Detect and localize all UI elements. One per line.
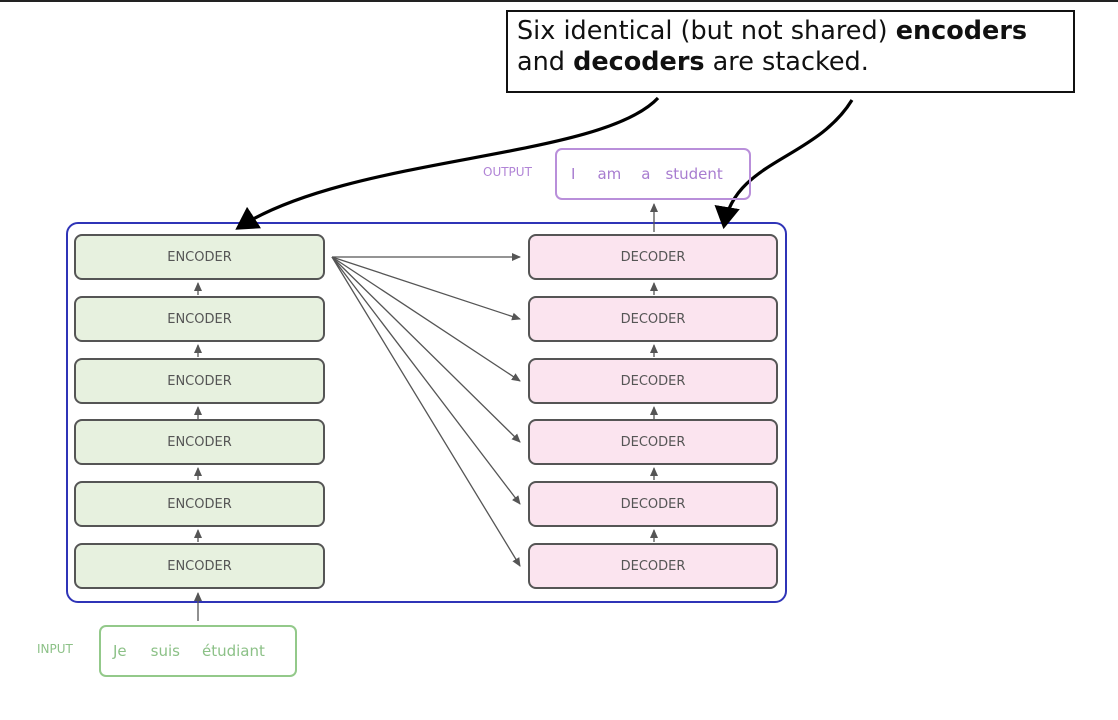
decoder-block-6: DECODER [528, 543, 778, 589]
decoder-block-2: DECODER [528, 296, 778, 342]
fan-arrow-5 [331, 256, 521, 505]
fan-arrow-3 [331, 256, 521, 382]
callout-text: are stacked. [704, 47, 869, 77]
decoder-block-3: DECODER [528, 358, 778, 404]
encoder-block-1: ENCODER [74, 234, 325, 280]
output-sentence-box: I am a student [555, 148, 751, 200]
input-label: INPUT [37, 642, 73, 656]
output-label: OUTPUT [483, 165, 532, 179]
callout-text: and [517, 47, 574, 77]
input-word: suis [150, 642, 180, 660]
callout-line-1: Six identical (but not shared) encoders [517, 16, 1073, 47]
callout-arrow-to-decoders [714, 99, 854, 230]
output-word: I [571, 165, 576, 183]
encoder-block-3: ENCODER [74, 358, 325, 404]
callout-line-2: and decoders are stacked. [517, 47, 1073, 78]
output-word: student [665, 165, 723, 183]
decoder-block-4: DECODER [528, 419, 778, 465]
fan-arrow-4 [331, 256, 521, 443]
top-rule [0, 0, 1118, 2]
encoder-decoder-stack-frame [66, 222, 787, 603]
fan-arrow-2 [331, 256, 521, 321]
input-word: étudiant [201, 642, 265, 660]
callout-box: Six identical (but not shared) encoders … [506, 10, 1075, 93]
output-word: am [597, 165, 622, 183]
input-word: Je [113, 642, 127, 660]
encoder-block-2: ENCODER [74, 296, 325, 342]
input-sentence-box: Je suis étudiant [99, 625, 297, 677]
encoder-block-4: ENCODER [74, 419, 325, 465]
callout-text: Six identical (but not shared) [517, 16, 896, 46]
encoder-block-6: ENCODER [74, 543, 325, 589]
callout-bold-encoders: encoders [895, 16, 1028, 46]
fan-arrow-6 [331, 256, 521, 567]
output-word: a [641, 165, 651, 183]
callout-arrow-to-encoders [235, 96, 660, 230]
callout-bold-decoders: decoders [573, 47, 705, 77]
decoder-block-5: DECODER [528, 481, 778, 527]
encoder-block-5: ENCODER [74, 481, 325, 527]
decoder-block-1: DECODER [528, 234, 778, 280]
